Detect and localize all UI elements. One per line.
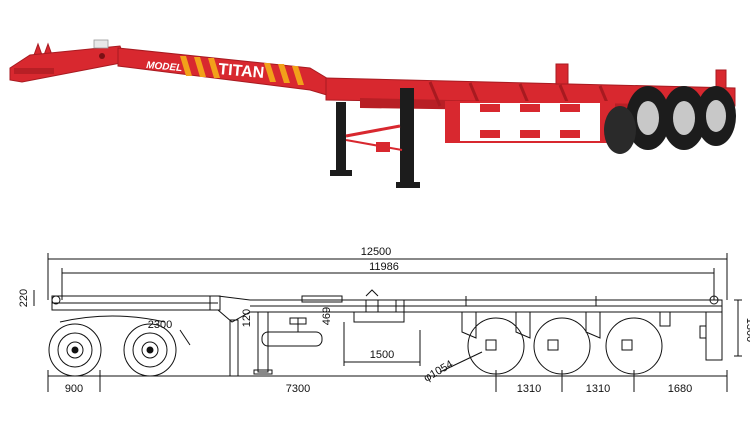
tractor-wheels bbox=[48, 315, 191, 377]
landing-leg-right bbox=[400, 88, 414, 184]
landing-crank bbox=[376, 142, 390, 152]
dim-front-overhang: 900 bbox=[65, 383, 83, 395]
landing-foot-left bbox=[330, 170, 352, 176]
side-guard bbox=[445, 101, 615, 143]
trailer-photo: MODEL TITAN bbox=[9, 39, 736, 188]
model-label: MODEL bbox=[146, 60, 183, 74]
brand-label: TITAN bbox=[218, 61, 265, 82]
rear-twistlock-2 bbox=[715, 69, 727, 89]
dim-frame-length: 11986 bbox=[369, 261, 399, 273]
dim-gooseneck-drop: 120 bbox=[241, 309, 253, 327]
technical-drawing bbox=[33, 253, 742, 392]
rear-twistlock-1 bbox=[555, 63, 569, 85]
dim-frame-height: 469 bbox=[321, 307, 333, 325]
landing-brace-2 bbox=[345, 139, 403, 151]
frame-outline bbox=[51, 295, 723, 323]
dim-landing-gear: 1500 bbox=[370, 349, 394, 361]
dim-kingpin-spacing: 2300 bbox=[148, 319, 172, 331]
dim-rear-overhang: 1680 bbox=[668, 383, 692, 395]
front-twistlock-left bbox=[93, 39, 109, 49]
dim-tire-diameter: φ1054 bbox=[422, 358, 455, 384]
dim-rear-height: 1300 bbox=[744, 318, 750, 342]
photo-wheels bbox=[604, 86, 736, 154]
dim-axle-spacing-1: 1310 bbox=[517, 383, 541, 395]
landing-brace bbox=[345, 124, 401, 138]
landing-leg-left bbox=[336, 102, 346, 172]
landing-gear bbox=[330, 88, 420, 188]
trailer-wheels bbox=[467, 317, 663, 375]
dim-overall-length: 12500 bbox=[361, 246, 392, 258]
dim-kingpin-to-axle: 7300 bbox=[286, 383, 310, 395]
dim-front-height: 220 bbox=[18, 289, 30, 307]
front-plate bbox=[14, 68, 54, 74]
beam-hazard-stripes bbox=[180, 56, 304, 85]
front-headboard bbox=[9, 45, 127, 83]
landing-foot-right bbox=[396, 182, 420, 188]
dimension-labels: 12500 11986 220 1300 2300 900 7300 1310 … bbox=[18, 246, 750, 395]
front-hole bbox=[99, 53, 105, 59]
front-twistlock-1 bbox=[51, 295, 61, 305]
rear-bumper bbox=[705, 312, 723, 361]
dim-axle-spacing-2: 1310 bbox=[586, 383, 610, 395]
front-lift-eye-1 bbox=[33, 42, 43, 56]
